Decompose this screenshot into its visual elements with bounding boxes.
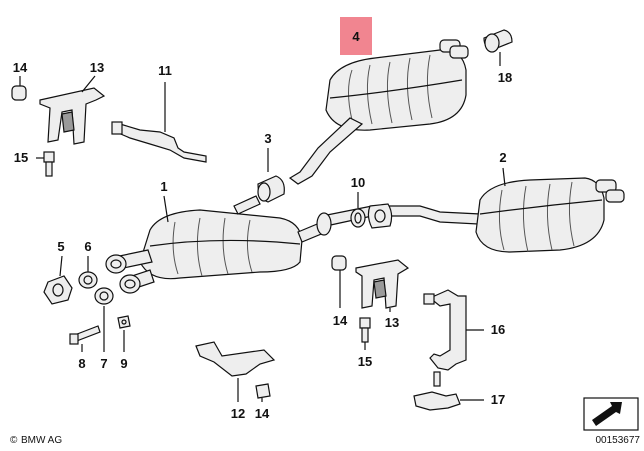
bracket-part-13a[interactable] xyxy=(39,87,106,145)
callout-6[interactable]: 6 xyxy=(84,239,91,254)
brand-label: BMW AG xyxy=(21,435,62,446)
callout-11[interactable]: 11 xyxy=(158,63,172,78)
callout-12[interactable]: 12 xyxy=(231,406,245,421)
copyright-symbol: © xyxy=(10,435,18,446)
callout-14b[interactable]: 14 xyxy=(333,313,348,328)
screw-part-8[interactable] xyxy=(69,325,101,345)
callout-10[interactable]: 10 xyxy=(351,175,365,190)
rubber-buffer-part-14c[interactable] xyxy=(255,383,271,399)
clamp-part-17[interactable] xyxy=(413,371,461,411)
leader-13a xyxy=(81,75,96,93)
hanger-part-16[interactable] xyxy=(423,289,467,371)
center-flange[interactable] xyxy=(367,203,393,229)
callout-15a[interactable]: 15 xyxy=(14,150,28,165)
callout-16[interactable]: 16 xyxy=(491,322,505,337)
callout-15b[interactable]: 15 xyxy=(358,354,372,369)
clamp-sleeve-part-3[interactable] xyxy=(257,175,285,203)
callout-4[interactable]: 4 xyxy=(352,29,360,44)
tailpipe-sleeve-part-18[interactable] xyxy=(483,29,513,53)
diagram-id: 00153677 xyxy=(596,435,641,446)
callout-3[interactable]: 3 xyxy=(264,131,271,146)
callout-14c[interactable]: 14 xyxy=(255,406,270,421)
rear-muffler-part-4[interactable] xyxy=(288,39,469,185)
direction-arrow-icon xyxy=(583,397,639,431)
bracket-part-12[interactable] xyxy=(195,341,276,377)
rubber-buffer-part-14b[interactable] xyxy=(331,255,347,271)
flange-gasket-part-5[interactable] xyxy=(43,275,73,305)
part-4-highlight xyxy=(340,17,372,55)
bolt-part-15a[interactable] xyxy=(43,151,55,177)
callout-14a[interactable]: 14 xyxy=(13,60,28,75)
callout-9[interactable]: 9 xyxy=(120,356,127,371)
callout-13a[interactable]: 13 xyxy=(90,60,104,75)
front-muffler-part-1[interactable] xyxy=(105,209,327,294)
bolt-part-15b[interactable] xyxy=(359,317,371,343)
leader-1 xyxy=(163,195,169,223)
callout-5[interactable]: 5 xyxy=(57,239,64,254)
hanger-bracket-part-11[interactable] xyxy=(111,121,207,163)
rear-silencer-part-2[interactable] xyxy=(475,177,625,253)
callout-1[interactable]: 1 xyxy=(160,179,167,194)
ring-part-7[interactable] xyxy=(94,287,114,305)
callout-18[interactable]: 18 xyxy=(498,70,512,85)
bracket-part-13b[interactable] xyxy=(355,259,410,309)
callout-13b[interactable]: 13 xyxy=(385,315,399,330)
leader-5 xyxy=(59,255,63,277)
ring-gasket-part-10[interactable] xyxy=(350,208,366,228)
callout-2[interactable]: 2 xyxy=(499,150,506,165)
callout-8[interactable]: 8 xyxy=(78,356,85,371)
callout-17[interactable]: 17 xyxy=(491,392,505,407)
nut-part-9[interactable] xyxy=(117,315,131,329)
sealing-ring-part-6[interactable] xyxy=(78,271,98,289)
leader-2 xyxy=(502,167,506,187)
callout-7[interactable]: 7 xyxy=(100,356,107,371)
rubber-buffer-part-14a[interactable] xyxy=(11,85,27,101)
